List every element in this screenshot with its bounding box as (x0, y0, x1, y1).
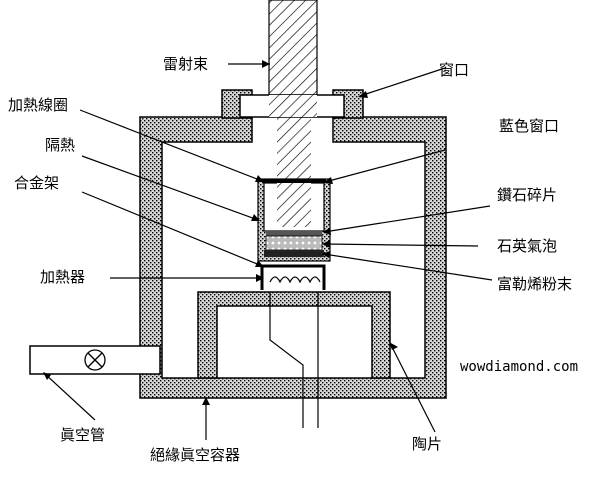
label-vacuum-tube: 眞空管 (60, 426, 105, 444)
label-ceramic-plate: 陶片 (412, 435, 442, 453)
quartz-bubble-layer (265, 235, 323, 251)
valve-cross-b (87, 352, 103, 368)
label-heating-coil: 加熱線圈 (8, 96, 68, 114)
leader-lines (43, 60, 493, 440)
watermark-text: wowdiamond.com (460, 359, 578, 375)
ceramic-plate-shape (197, 291, 391, 379)
label-fullerene-powder: 富勒烯粉末 (497, 275, 572, 293)
vacuum-container-wall (139, 116, 447, 399)
label-window: 窗口 (439, 61, 469, 79)
diamond-chip-layer (266, 231, 322, 236)
crucible-beam (277, 183, 311, 227)
blue-window-shape (262, 179, 326, 183)
label-blue-window: 藍色窗口 (499, 117, 559, 135)
label-insulated-vacuum-container: 絕緣眞空容器 (150, 446, 240, 464)
heater-lead-left (269, 292, 304, 428)
fullerene-powder-layer (264, 250, 324, 257)
label-insulation: 隔熱 (45, 136, 75, 154)
label-heater: 加熱器 (40, 268, 85, 286)
label-quartz-bubble: 石英氣泡 (497, 237, 557, 255)
laser-beam-shape (268, 0, 318, 96)
heater-coil-shape (269, 276, 321, 284)
label-laser-beam: 雷射束 (163, 55, 208, 73)
laser-beam-through-window (269, 95, 317, 117)
label-alloy-frame: 合金架 (14, 174, 59, 192)
label-diamond-chip: 鑽石碎片 (497, 186, 557, 204)
